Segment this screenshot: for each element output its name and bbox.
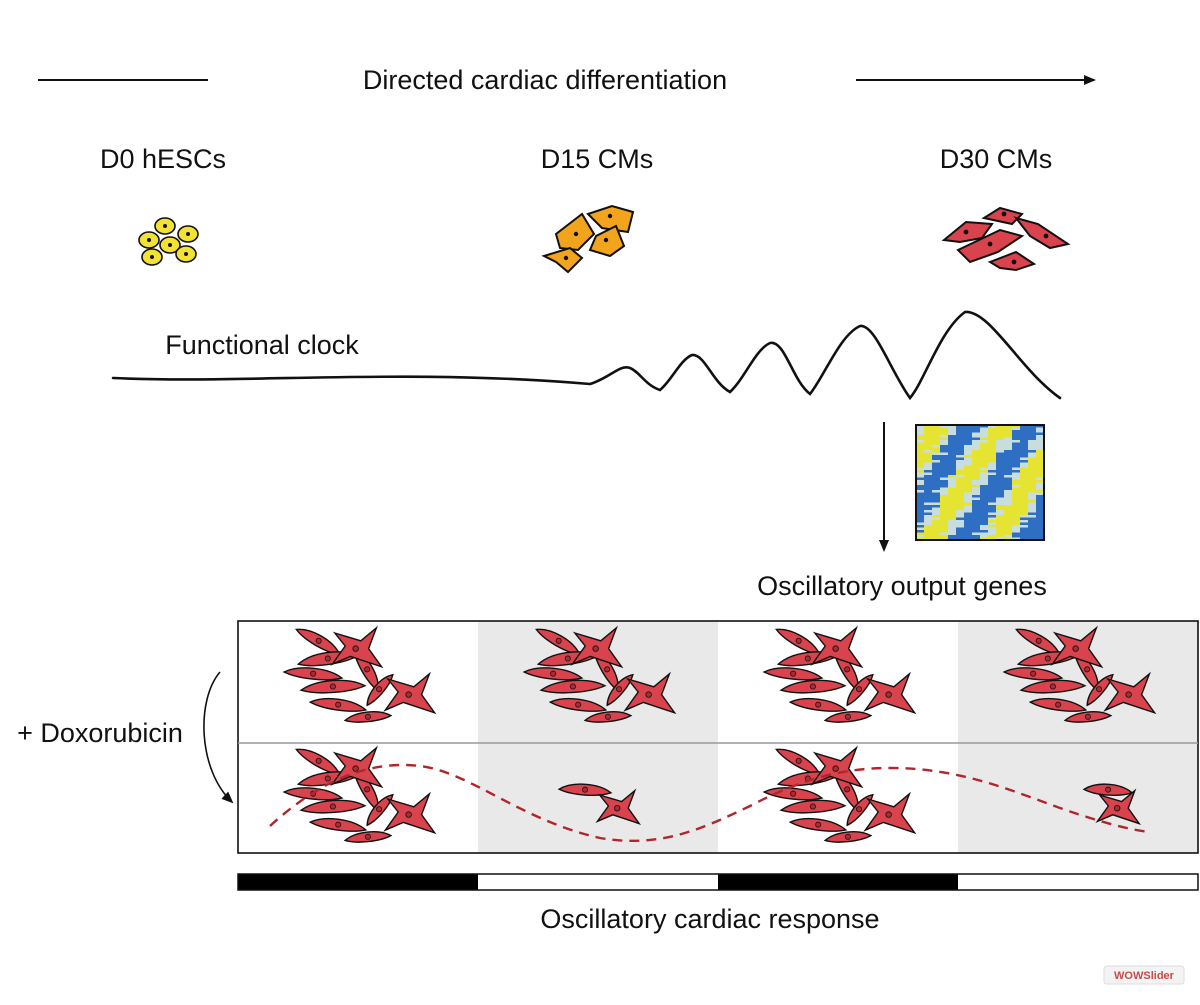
watermark-text: WOWSlider [1114,970,1175,982]
watermark-logo: WOWSlider [1103,965,1185,985]
response-dashed-wave [269,763,1151,842]
stage-label-d0: D0 hESCs [100,144,226,174]
bottom-row-clusters [282,745,1142,843]
stage-label-d15: D15 CMs [541,144,654,174]
heatmap-cells [916,425,1045,541]
d15-cardiomyocytes-icon [541,204,635,274]
response-bar [237,873,1199,891]
clock-waveform [111,310,1062,401]
stage-label-d30: D30 CMs [940,144,1053,174]
treatment-label: + Doxorubicin [17,718,183,748]
header-title: Directed cardiac differentiation [363,65,727,95]
treatment-curved-arrow [203,671,234,804]
d30-cardiomyocytes-icon [941,206,1071,272]
clock-label: Functional clock [165,330,359,360]
hesc-cluster-icon [138,217,199,266]
heatmap [915,424,1045,541]
top-row-clusters [282,625,1157,723]
heatmap-label: Oscillatory output genes [757,571,1047,601]
response-label: Oscillatory cardiac response [540,904,879,934]
